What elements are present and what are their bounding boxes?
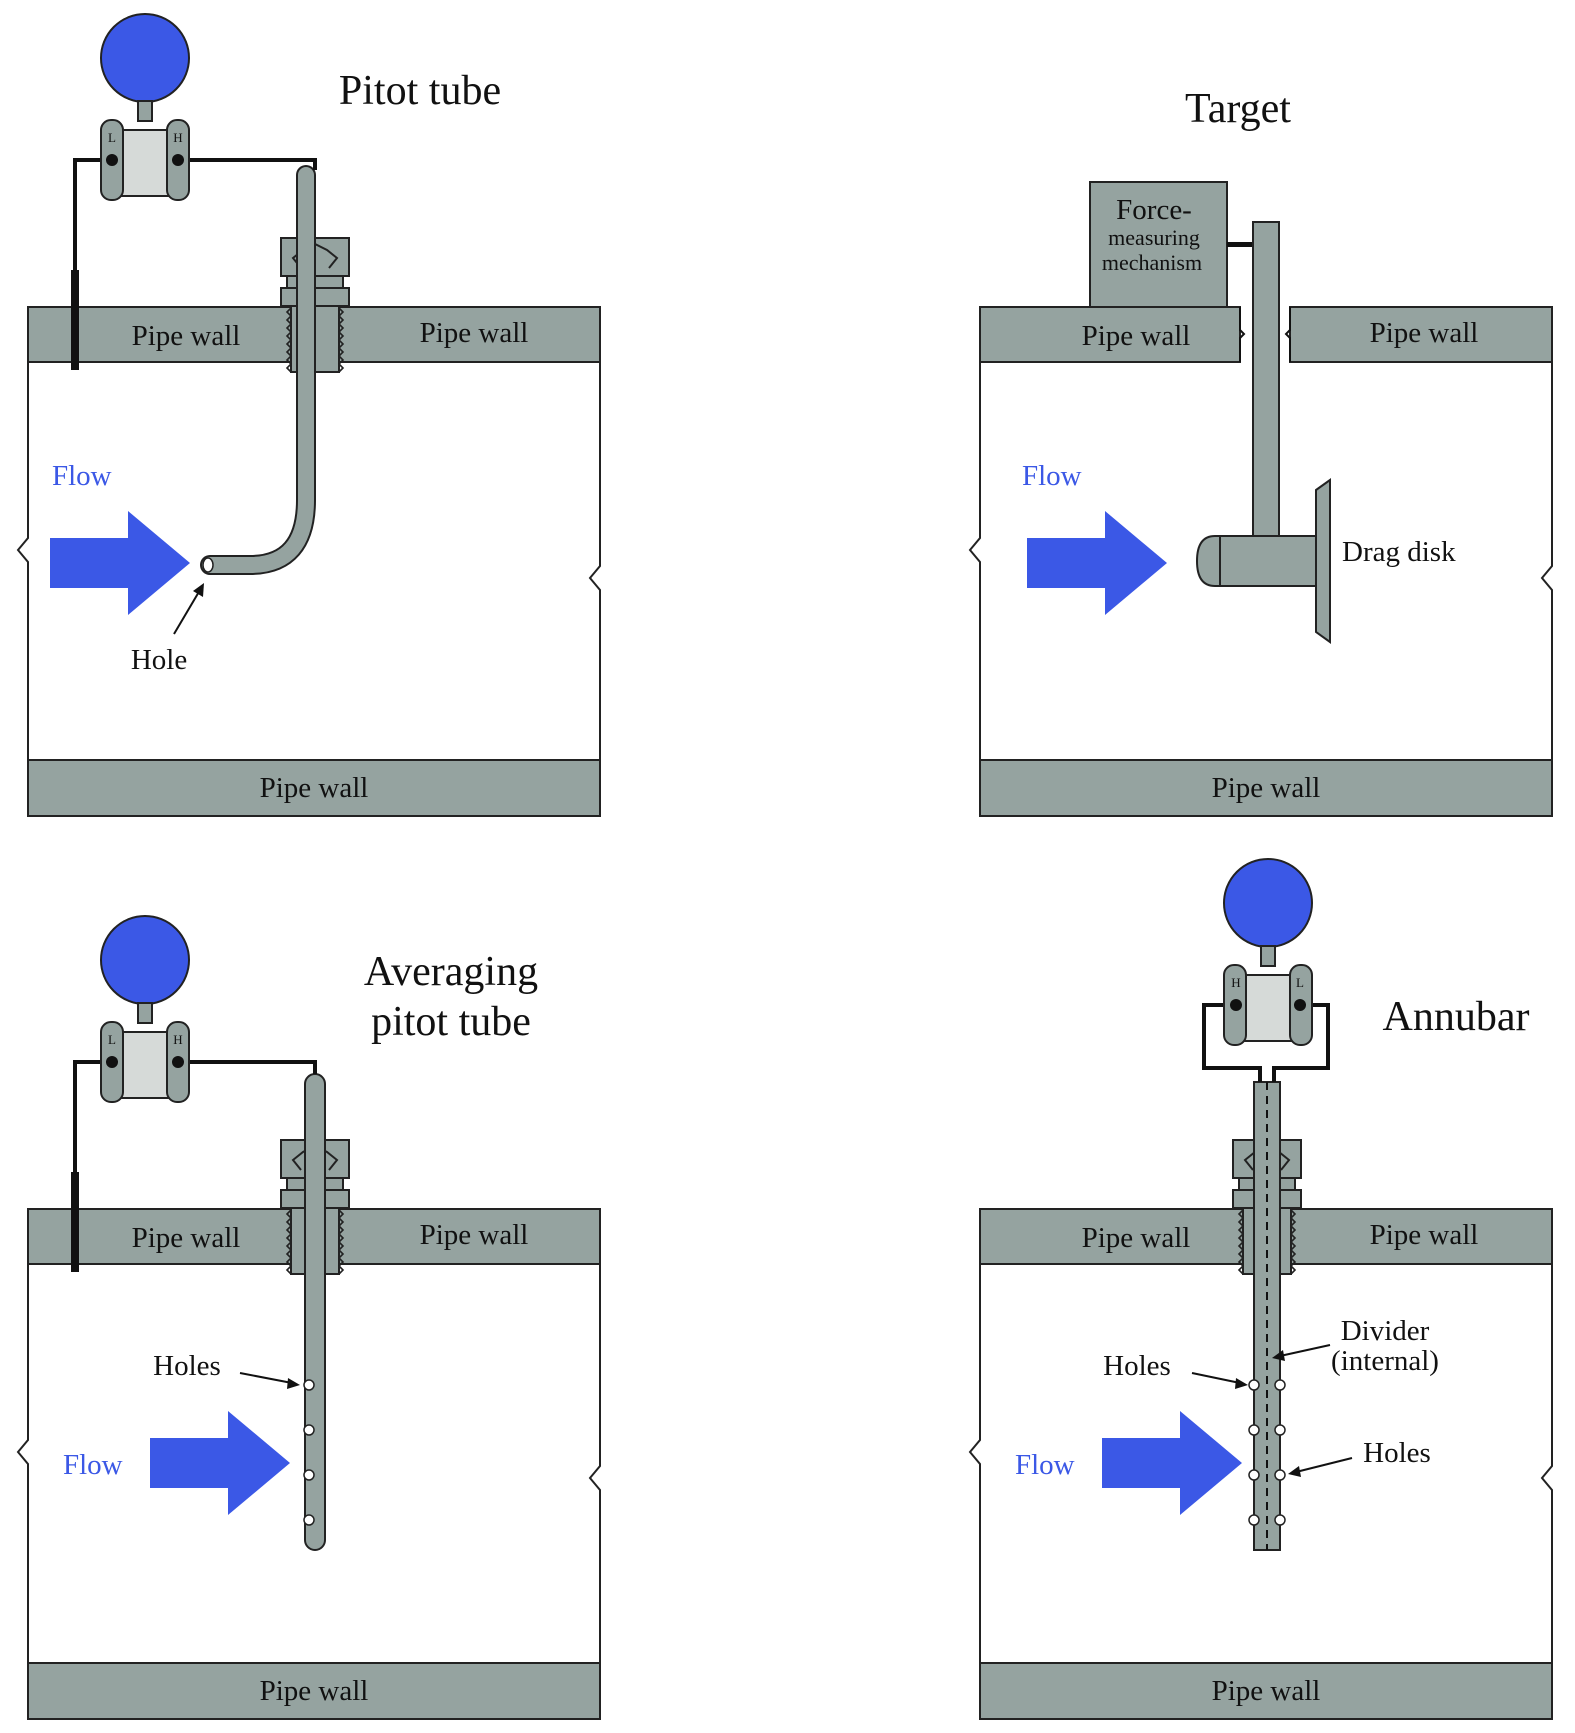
panel-title-line1: Averaging bbox=[364, 949, 538, 995]
drag-disk-label: Drag disk bbox=[1342, 536, 1456, 568]
pipe-wall-lower bbox=[27, 1662, 601, 1720]
pipe-wall-lower bbox=[979, 759, 1553, 817]
port-low-label: L bbox=[108, 1032, 116, 1047]
averaging-pitot-panel: Pipe wall Pipe wall Pipe wall L H Averag… bbox=[16, 915, 601, 1720]
panel-title: Target bbox=[1185, 86, 1291, 132]
flow-label: Flow bbox=[63, 1449, 123, 1481]
port-high-label: H bbox=[173, 1032, 182, 1047]
mechanism-label-line1: Force- bbox=[1116, 194, 1192, 226]
panel-title: Annubar bbox=[1383, 994, 1530, 1040]
hole-leader bbox=[173, 589, 201, 635]
pipe-wall-label: Pipe wall bbox=[1370, 1219, 1479, 1251]
divider-leader bbox=[1279, 1344, 1331, 1357]
pipe-wall-label: Pipe wall bbox=[420, 317, 529, 349]
port-high-label: H bbox=[1231, 975, 1240, 990]
pipe-wall-lower bbox=[979, 1662, 1553, 1720]
flow-label: Flow bbox=[1015, 1449, 1075, 1481]
impulse-line-low bbox=[1272, 1003, 1330, 1082]
impulse-line-high bbox=[178, 158, 317, 170]
probe-holes bbox=[1248, 1379, 1286, 1526]
holes-leader-left bbox=[1191, 1372, 1241, 1384]
divider-label-line2: (internal) bbox=[1331, 1345, 1439, 1377]
pipe-wall-label: Pipe wall bbox=[132, 320, 241, 352]
pipe-wall-label: Pipe wall bbox=[1082, 320, 1191, 352]
holes-leader bbox=[239, 1372, 293, 1384]
drag-disk bbox=[1315, 478, 1331, 644]
impulse-line-high bbox=[1202, 1003, 1262, 1082]
pipe-wall-upper-left bbox=[979, 1208, 1247, 1265]
pipe-wall-label: Pipe wall bbox=[132, 1222, 241, 1254]
holes-label-right: Holes bbox=[1363, 1437, 1431, 1469]
hole-label: Hole bbox=[131, 644, 187, 676]
pipe-wall-label: Pipe wall bbox=[1370, 317, 1479, 349]
pitot-tube-panel: Pipe wall Pipe wall Pipe wall L H Pitot … bbox=[16, 13, 601, 817]
pipe-wall-label: Pipe wall bbox=[1212, 1675, 1321, 1707]
probe-hole bbox=[202, 557, 214, 573]
target-meter-panel: Pipe wall Pipe wall Pipe wall Force- mea… bbox=[968, 86, 1553, 817]
pipe-wall-label: Pipe wall bbox=[420, 1219, 529, 1251]
holes-label-left: Holes bbox=[1103, 1350, 1171, 1382]
port-low-label: L bbox=[108, 130, 116, 145]
pipe-wall-label: Pipe wall bbox=[260, 772, 369, 804]
dp-transmitter bbox=[1223, 858, 1313, 1046]
pipe-wall-upper-right bbox=[335, 1208, 601, 1265]
divider-label-line1: Divider bbox=[1341, 1315, 1430, 1347]
pipe-wall-label: Pipe wall bbox=[1082, 1222, 1191, 1254]
dp-transmitter bbox=[100, 915, 190, 1103]
holes-leader-right bbox=[1295, 1457, 1353, 1473]
mechanism-label-line3: mechanism bbox=[1102, 250, 1202, 275]
mechanism-label-line2: measuring bbox=[1108, 225, 1200, 250]
flow-label: Flow bbox=[1022, 460, 1082, 492]
annubar-panel: Pipe wall Pipe wall Pipe wall H L Annuba… bbox=[968, 858, 1553, 1720]
target-rod bbox=[1252, 221, 1280, 538]
target-hub bbox=[1195, 535, 1317, 587]
pipe-wall-label: Pipe wall bbox=[1212, 772, 1321, 804]
probe-holes bbox=[303, 1379, 315, 1526]
port-high-label: H bbox=[173, 130, 182, 145]
pipe-wall-label: Pipe wall bbox=[260, 1675, 369, 1707]
panel-title-line2: pitot tube bbox=[371, 999, 531, 1045]
pipe-wall-upper-right bbox=[1289, 306, 1553, 363]
port-low-label: L bbox=[1296, 975, 1304, 990]
pipe-wall-lower bbox=[27, 759, 601, 817]
impulse-line-high bbox=[178, 1060, 317, 1074]
panel-title: Pitot tube bbox=[339, 68, 501, 114]
dp-transmitter bbox=[100, 13, 190, 201]
holes-label: Holes bbox=[153, 1350, 221, 1382]
flow-label: Flow bbox=[52, 460, 112, 492]
